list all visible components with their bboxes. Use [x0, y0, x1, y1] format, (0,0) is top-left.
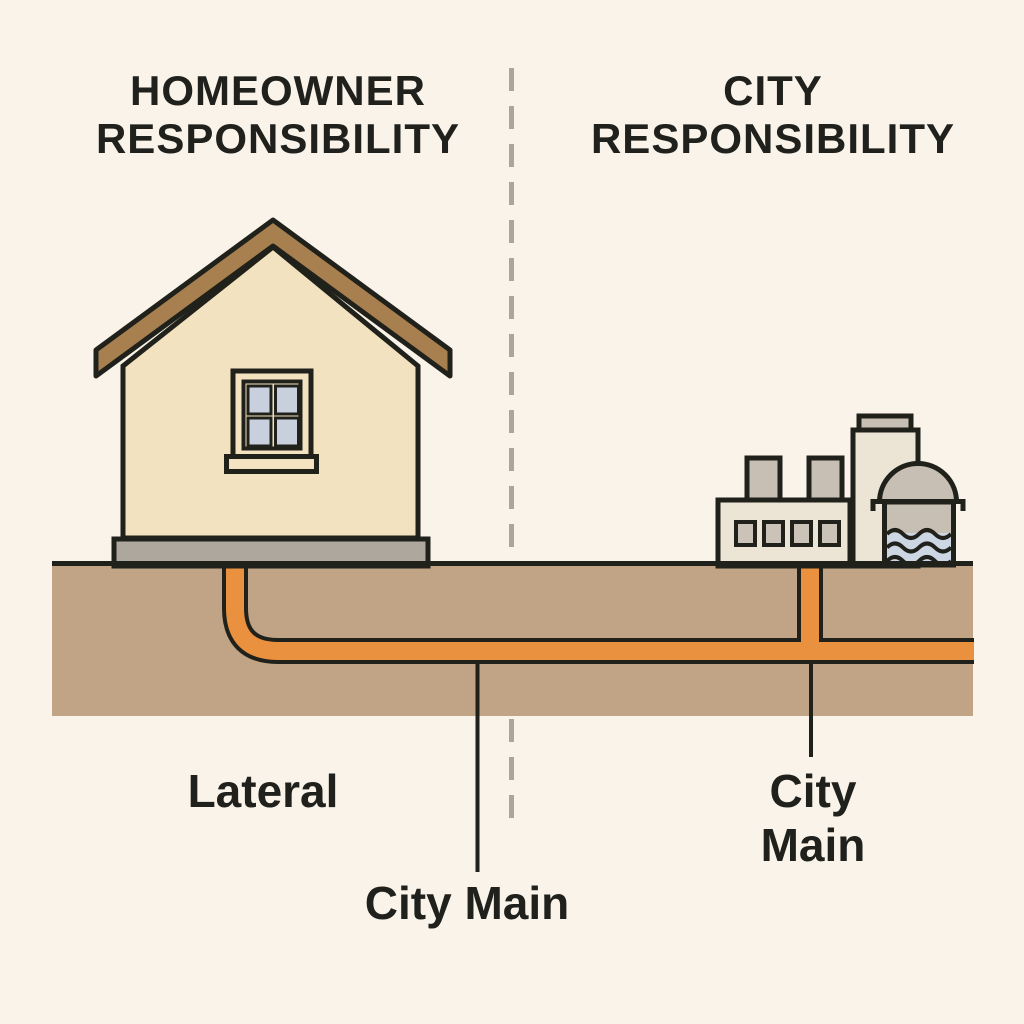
lateral-label: Lateral	[187, 765, 339, 817]
lateral-pipe	[226, 566, 974, 660]
factory-window	[818, 520, 841, 547]
window-pane	[246, 384, 273, 416]
factory-chimney	[744, 455, 783, 503]
factory-window	[790, 520, 813, 547]
header-line: RESPONSIBILITY	[590, 115, 956, 162]
header-line: HOMEOWNER	[130, 67, 426, 114]
header-line: CITY	[723, 67, 823, 114]
window-pane	[274, 416, 300, 448]
tank-wave	[885, 528, 953, 540]
house-roof	[93, 217, 453, 379]
window-pane	[274, 384, 300, 416]
tank-wave	[885, 541, 953, 554]
sewer-pipe-shape	[222, 566, 974, 664]
window-sill	[224, 454, 319, 474]
label-line: Main	[760, 819, 866, 871]
factory-icon	[715, 413, 966, 569]
city-main-label-right: City Main	[663, 764, 963, 872]
header-line: RESPONSIBILITY	[95, 115, 461, 162]
factory-window	[734, 520, 757, 547]
label-line: City	[769, 765, 857, 817]
house-icon	[93, 217, 453, 569]
header-city-responsibility: CITY RESPONSIBILITY	[573, 67, 973, 163]
window-pane	[246, 416, 273, 448]
ground-surface-line	[52, 561, 973, 566]
factory-window	[762, 520, 785, 547]
tank-rim	[870, 499, 966, 511]
header-homeowner-responsibility: HOMEOWNER RESPONSIBILITY	[78, 67, 478, 163]
factory-chimney	[806, 455, 845, 503]
tank-dome	[877, 461, 959, 503]
storage-tank	[870, 461, 966, 568]
city-main-label-left: City Main	[364, 877, 570, 929]
house-window	[224, 368, 319, 474]
